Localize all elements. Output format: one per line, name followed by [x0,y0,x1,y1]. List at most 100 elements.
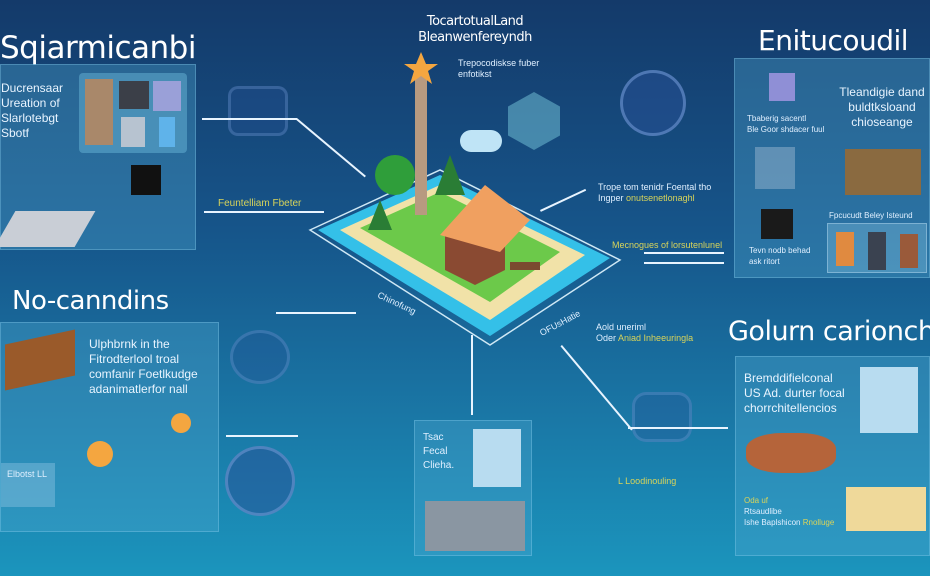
cauldron-icon [228,86,288,136]
island-illustration [308,52,622,346]
caption: Tbaberig sacentl Ble Goor shdacer fuul [747,113,824,135]
annotation-b: Mecnogues of lorsutenlunel [612,240,723,250]
sand-platform-icon [846,487,926,531]
building-icon [425,501,525,551]
text-line: Oder [596,333,617,343]
star-icon [404,52,438,84]
panel-text: Ducrensaar Ureation of Slarlotebgt Sbotf [1,81,71,141]
panel-top-right: Tbaberig sacentl Ble Goor shdacer fuul T… [734,58,930,278]
section-title-top-right: Enitucoudil [758,24,909,57]
character-icon [868,232,886,270]
dark-block-icon [119,81,149,109]
panel-text: Tleandigie dand buldtksloand chioseange [833,85,930,130]
panel-bottom-center: Tsac Fecal Clieha. [414,420,532,556]
chip-box: Elbotst LL [1,463,55,507]
text-line: Tevn nodb behad [749,246,811,255]
portal-ring-icon [620,70,686,136]
tower-icon [415,75,427,215]
connector-line [471,335,473,415]
section-title-top-left: Sqiarmicanbi [0,30,196,66]
house-roof-icon [440,185,530,252]
text-line: chorrchitellencios [744,401,837,415]
character-icon [836,232,854,266]
captions: Oda uf Rtsaudlibe Ishe Baplshicon Rnollu… [744,495,834,528]
portal-ring-icon [225,446,295,516]
text-line: Oda uf [744,496,769,505]
bottom-note: L Loodinouling [618,476,677,486]
section-title-top-center: TocartotualLand Bleanwenfereyndh [400,14,550,46]
island-note: Aold uneriml Oder Aniad Inheeuringla [596,322,693,344]
crate-icon [85,79,113,145]
connector-line [276,312,356,314]
pine-tree-icon [435,155,465,195]
cloud-icon [460,130,502,152]
panel-bottom-right: Bremddifielconal US Ad. durter focal cho… [735,356,930,556]
text-line: adanimatlerfor nall [89,382,188,396]
text-line: Clieha. [423,460,455,471]
highlight-text: Aniad Inheeuringla [618,333,694,343]
torch-platform-icon [0,211,96,247]
panel-text: Ulphbrnk in the Fitrodterlool troal comf… [89,337,198,397]
section-title-bottom-right: Golurn carionch [728,316,930,347]
connector-line [202,118,297,120]
panel-text: Tsac Fecal Clieha. [423,431,454,473]
connector-line [560,345,633,431]
text-line: US Ad. durter focal [744,386,845,400]
connector-line [644,252,724,254]
caption: Tevn nodb behad ask ritort [749,245,810,267]
glass-block-icon [121,117,145,147]
connector-line [644,262,724,264]
text-line: Rtsaudlibe [744,507,782,516]
tree-icon [375,155,415,195]
text-line: Tbaberig sacentl [747,114,807,123]
wooden-structure-icon [5,329,75,391]
text-line: Fecal [423,446,448,457]
text-line: Tleandigie dand [839,85,925,99]
characters-box [827,223,927,273]
black-cube-icon [131,165,161,195]
panel-mid-left: Ulphbrnk in the Fitrodterlool troal comf… [0,322,219,532]
panel-top-left: Ducrensaar Ureation of Slarlotebgt Sbotf [0,64,196,250]
highlight-text: onutsenetlonaghl [626,193,695,203]
text-line: Ulphbrnk in the [89,337,170,351]
torch-icon [87,441,113,467]
text-line: chioseange [851,115,913,129]
cauldron-icon [230,330,290,384]
purple-cube-icon [769,73,795,101]
arena-icon [746,433,836,473]
machine-icon [860,367,918,433]
castle-island-icon [845,149,921,195]
item-showcase-box [79,73,187,153]
text-line: Ishe Baplshicon [744,518,801,527]
map-hexagon-icon [508,92,560,150]
black-cube-icon [761,209,793,239]
text-line: ask ritort [749,257,780,266]
text-line: Trope tom tenidr Foental tho [598,182,712,192]
character-icon [159,117,175,147]
text-line: Trepocodiskse fuber [458,58,540,68]
connector-line [226,435,298,437]
section-title-mid-left: No-canndins [12,286,169,316]
text-line: Ingper [598,193,624,203]
text-line: Aold uneriml [596,322,647,332]
connector-line [628,427,728,429]
text-line: Slarlotebgt [1,111,59,125]
highlight-text: Rnolluge [802,518,835,527]
pine-tree-icon [368,200,392,230]
text-line: buldtksloand [848,100,916,114]
purple-block-icon [153,81,181,111]
text-line: Sbotf [1,126,30,140]
text-line: Bremddifielconal [744,371,833,385]
cauldron-icon [632,392,692,442]
machine-icon [755,147,795,189]
torch-icon [171,413,191,433]
title-line: TocartotualLand [426,14,524,29]
chip-label: Elbotst LL [7,469,48,479]
annotation-a: Trope tom tenidr Foental tho Ingper onut… [598,182,711,204]
text-line: Ducrensaar [1,81,64,95]
top-center-text: Trepocodiskse fuber enfotikst [458,58,539,80]
connector-line [204,211,324,213]
character-icon [900,234,918,268]
title-line: Bleanwenfereyndh [418,30,532,45]
caption: Fpcucudt Beley Isteund [829,211,913,220]
